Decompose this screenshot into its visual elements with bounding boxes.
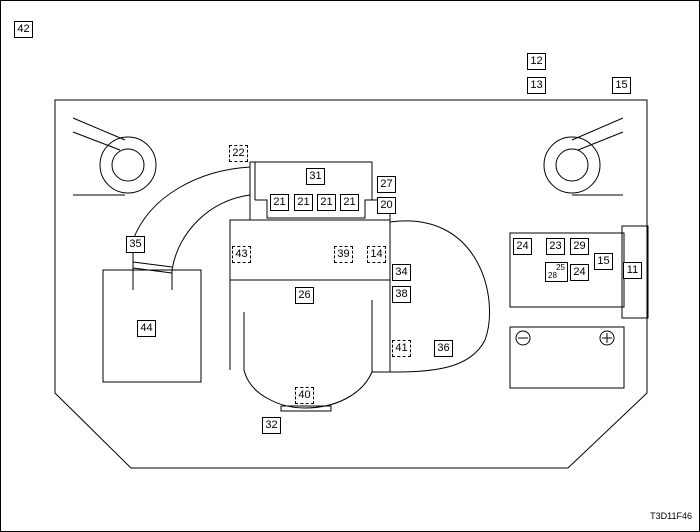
callout-35: 35 xyxy=(126,236,145,253)
callout-21-4: 21 xyxy=(340,194,359,211)
callout-13: 13 xyxy=(527,77,546,94)
callout-34: 34 xyxy=(392,264,411,281)
callout-15-right: 15 xyxy=(594,253,613,270)
callout-25-28: 25 28 xyxy=(545,262,568,282)
callout-29: 29 xyxy=(570,238,589,255)
callout-25: 25 xyxy=(556,263,565,272)
callout-22: 22 xyxy=(229,145,248,162)
intake-duct xyxy=(132,166,251,290)
callout-21-1: 21 xyxy=(270,194,289,211)
callout-23: 23 xyxy=(546,238,565,255)
left-pulley xyxy=(72,117,157,196)
battery-positive-icon xyxy=(599,330,615,346)
callout-28: 28 xyxy=(548,271,557,280)
callout-44: 44 xyxy=(137,320,156,337)
callout-21-2: 21 xyxy=(294,194,313,211)
battery xyxy=(509,326,625,389)
body-outline xyxy=(54,99,648,469)
callout-40: 40 xyxy=(295,387,314,404)
right-pulley xyxy=(543,117,624,196)
callout-26: 26 xyxy=(295,287,314,304)
callout-11: 11 xyxy=(623,262,642,279)
callout-24-top: 24 xyxy=(513,238,532,255)
callout-36: 36 xyxy=(434,340,453,357)
callout-38: 38 xyxy=(392,286,411,303)
battery-negative-icon xyxy=(515,330,531,346)
callout-12: 12 xyxy=(527,53,546,70)
air-cleaner-outline xyxy=(102,269,202,383)
callout-20: 20 xyxy=(377,197,396,214)
callout-21-3: 21 xyxy=(317,194,336,211)
callout-42: 42 xyxy=(14,21,33,38)
callout-27: 27 xyxy=(377,176,396,193)
callout-14: 14 xyxy=(367,246,386,263)
central-assembly xyxy=(229,161,491,412)
diagram-code: T3D11F46 xyxy=(650,511,692,521)
callout-24-bottom: 24 xyxy=(570,264,589,281)
callout-31: 31 xyxy=(306,168,325,185)
callout-41: 41 xyxy=(392,340,411,357)
callout-32: 32 xyxy=(262,417,281,434)
callout-15-top: 15 xyxy=(612,77,631,94)
callout-39: 39 xyxy=(334,246,353,263)
callout-43: 43 xyxy=(232,246,251,263)
bracket-outline xyxy=(621,225,649,319)
